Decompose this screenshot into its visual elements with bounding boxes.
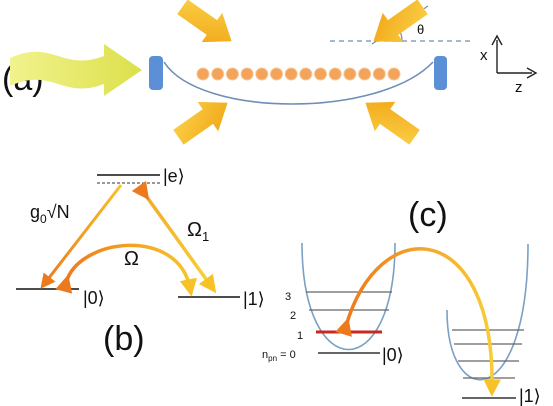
atom-chain <box>196 67 401 81</box>
level-1-label: 1 <box>297 330 303 342</box>
ground-state-1-label: |1⟩ <box>243 289 265 309</box>
atom <box>211 67 225 81</box>
axis-x-label: x <box>480 47 488 64</box>
transfer-arc <box>335 247 501 397</box>
level-3-label: 3 <box>285 291 291 303</box>
atom <box>387 67 401 81</box>
left-mirror <box>149 56 163 90</box>
atom <box>196 67 210 81</box>
level-2-label: 2 <box>290 310 296 322</box>
beam-arrow-top-right <box>373 0 428 43</box>
atom <box>225 67 239 81</box>
beam-arrow-top-left <box>177 0 232 43</box>
ground-state-0-label: |0⟩ <box>83 288 105 308</box>
atom <box>240 67 254 81</box>
pump-beam-arrow <box>10 44 142 96</box>
right-mirror <box>434 56 447 90</box>
omega1-arrow <box>131 180 217 294</box>
atom <box>299 67 313 81</box>
angle-label: θ <box>417 22 424 37</box>
panel-label-b: (b) <box>103 320 145 358</box>
ket-1-label: |1⟩ <box>519 386 541 406</box>
excited-state-label: |e⟩ <box>163 166 185 186</box>
axis-z-label: z <box>515 79 523 96</box>
atom <box>343 67 357 81</box>
atom <box>270 67 283 81</box>
omega-label: Ω <box>124 248 139 270</box>
atom <box>358 67 372 81</box>
cavity-curve <box>163 61 434 105</box>
potential-well-left <box>301 242 396 351</box>
level-0-label: npn = 0 <box>262 349 296 363</box>
atom <box>328 67 342 81</box>
panel-label-c: (c) <box>408 196 448 234</box>
omega-arc <box>55 243 197 297</box>
cavity-coupling-arrow <box>40 184 123 289</box>
atom <box>284 67 298 81</box>
beam-arrow-bottom-right <box>365 101 420 145</box>
atom <box>372 67 386 81</box>
omega1-label: Ω1 <box>187 219 209 244</box>
coordinate-axes <box>491 34 538 79</box>
ket-0-label: |0⟩ <box>382 345 404 365</box>
coupling-label: g0√N <box>30 202 70 226</box>
atom <box>314 67 327 81</box>
atom <box>255 67 269 81</box>
beam-arrow-bottom-left <box>173 101 228 145</box>
